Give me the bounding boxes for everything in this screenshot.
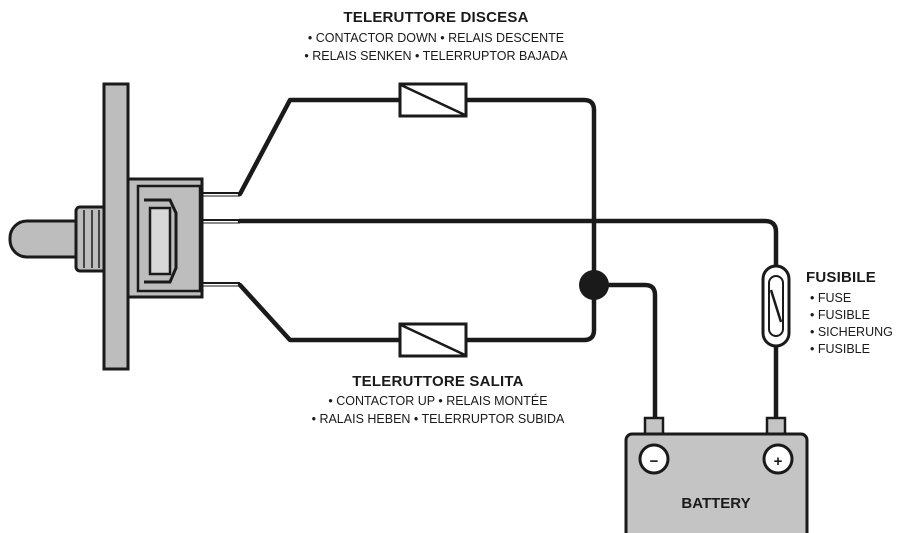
wires [237,97,779,421]
fuse-item: • FUSE [810,291,852,305]
fuse-item: • FUSIBLE [810,342,870,356]
wire-switch-to-down-contactor [237,97,403,197]
battery-minus-sign: − [650,453,659,470]
fuse-icon [761,264,791,348]
battery-plus-sign: + [774,453,783,470]
up-contactor-line1: • CONTACTOR UP • RELAIS MONTÉE [328,394,548,408]
wire-junction-to-battery-minus [591,282,658,421]
battery-label: BATTERY [681,495,750,512]
contactor-down-icon [398,82,468,118]
fuse-title: FUSIBILE [806,269,876,286]
fuse-item: • FUSIBLE [810,308,870,322]
fuse-translations: • FUSE • FUSIBLE • SICHERUNG • FUSIBLE [810,290,893,358]
up-contactor-line2: • RALAIS HEBEN • TELERRUPTOR SUBIDA [311,412,565,426]
toggle-switch-icon [8,82,240,371]
battery-minus-terminal-icon [638,443,670,475]
battery-plus-terminal-icon [762,443,794,475]
down-contactor-line2: • RELAIS SENKEN • TELERRUPTOR BAJADA [304,49,568,63]
down-contactor-line1: • CONTACTOR DOWN • RELAIS DESCENTE [307,31,565,45]
wire-switch-to-fuse [237,218,779,271]
battery-icon: − + BATTERY [624,416,809,533]
up-contactor-title: TELERUTTORE SALITA [352,373,524,390]
down-contactor-title: TELERUTTORE DISCESA [343,9,529,26]
junction-dot-icon [579,270,609,300]
wire-switch-to-up-contactor [237,282,403,343]
contactor-up-icon [398,322,468,358]
fuse-item: • SICHERUNG [810,325,893,339]
